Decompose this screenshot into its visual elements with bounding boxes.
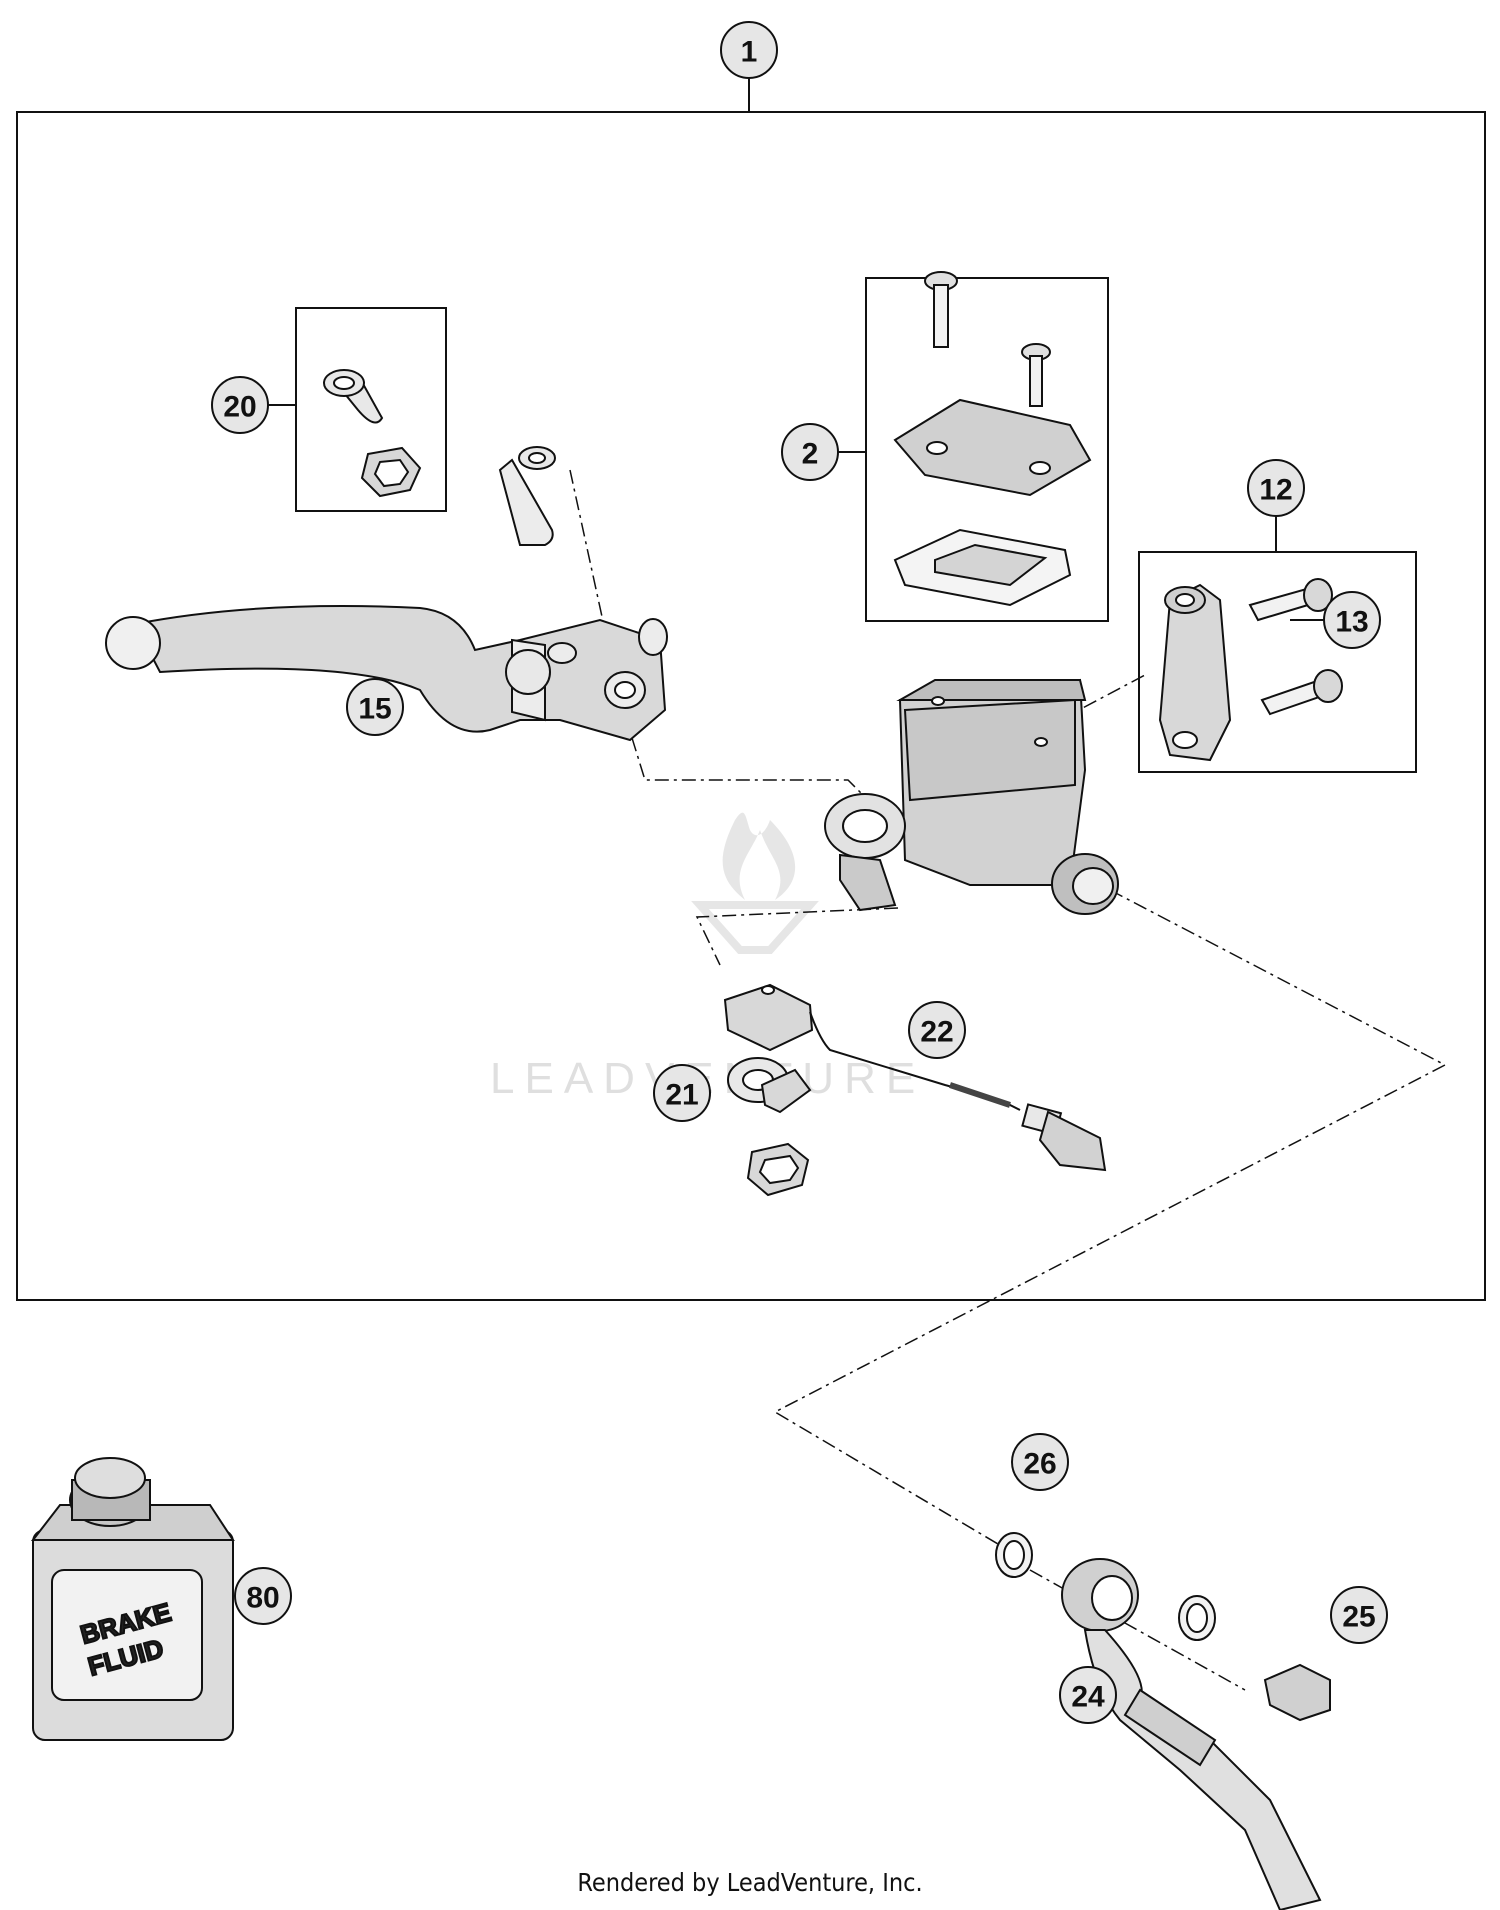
part-21-22-switch: [723, 983, 1107, 1197]
callouts: [211, 21, 1388, 1724]
brake-fluid-bottle: BRAKE FLUID: [30, 1457, 235, 1741]
callout-1: 1: [741, 36, 758, 69]
part-20-sleeve: [323, 369, 422, 498]
callout-circle-13: [1323, 591, 1381, 649]
callout-circle-24: [1059, 1666, 1117, 1724]
box-2: [865, 277, 1109, 622]
callout-circle-26: [1011, 1433, 1069, 1491]
assembly-box: [16, 111, 1486, 1301]
leader-lines: [268, 404, 1324, 621]
part-12-clamp: [1158, 578, 1343, 762]
callout-circle-25: [1330, 1586, 1388, 1644]
callout-circle-21: [653, 1064, 711, 1122]
callout-circle-1: [720, 21, 778, 79]
part-2-cover-set: [893, 271, 1092, 607]
part-24-26-hose: [995, 1532, 1331, 1910]
connection-lines: [569, 469, 1447, 1691]
master-cylinder: [824, 678, 1119, 915]
callout-circle-15: [346, 678, 404, 736]
callout-26: 26: [1023, 1448, 1056, 1481]
callout-25: 25: [1342, 1601, 1375, 1634]
callout-22: 22: [920, 1016, 953, 1049]
footer-credit: Rendered by LeadVenture, Inc.: [577, 1868, 923, 1897]
callout-2: 2: [802, 438, 819, 471]
callout-circle-22: [908, 1001, 966, 1059]
callout-15: 15: [358, 693, 391, 726]
callout-12: 12: [1259, 474, 1292, 507]
callout-20: 20: [223, 391, 256, 424]
callout-circle-12: [1247, 459, 1305, 517]
box-20: [295, 307, 447, 512]
callout-circle-2: [781, 423, 839, 481]
callout-circle-20: [211, 376, 269, 434]
callout-21: 21: [665, 1079, 698, 1112]
box-12: [1138, 551, 1417, 773]
callout-numbers: 1 2 12 13 15 20 21 22 24 25 26 80: [223, 36, 1375, 1714]
callout-24: 24: [1071, 1681, 1105, 1714]
callout-13: 13: [1335, 606, 1368, 639]
callout-80: 80: [246, 1582, 279, 1615]
part-15-lever: [105, 446, 668, 742]
callout-circle-80: [234, 1567, 292, 1625]
